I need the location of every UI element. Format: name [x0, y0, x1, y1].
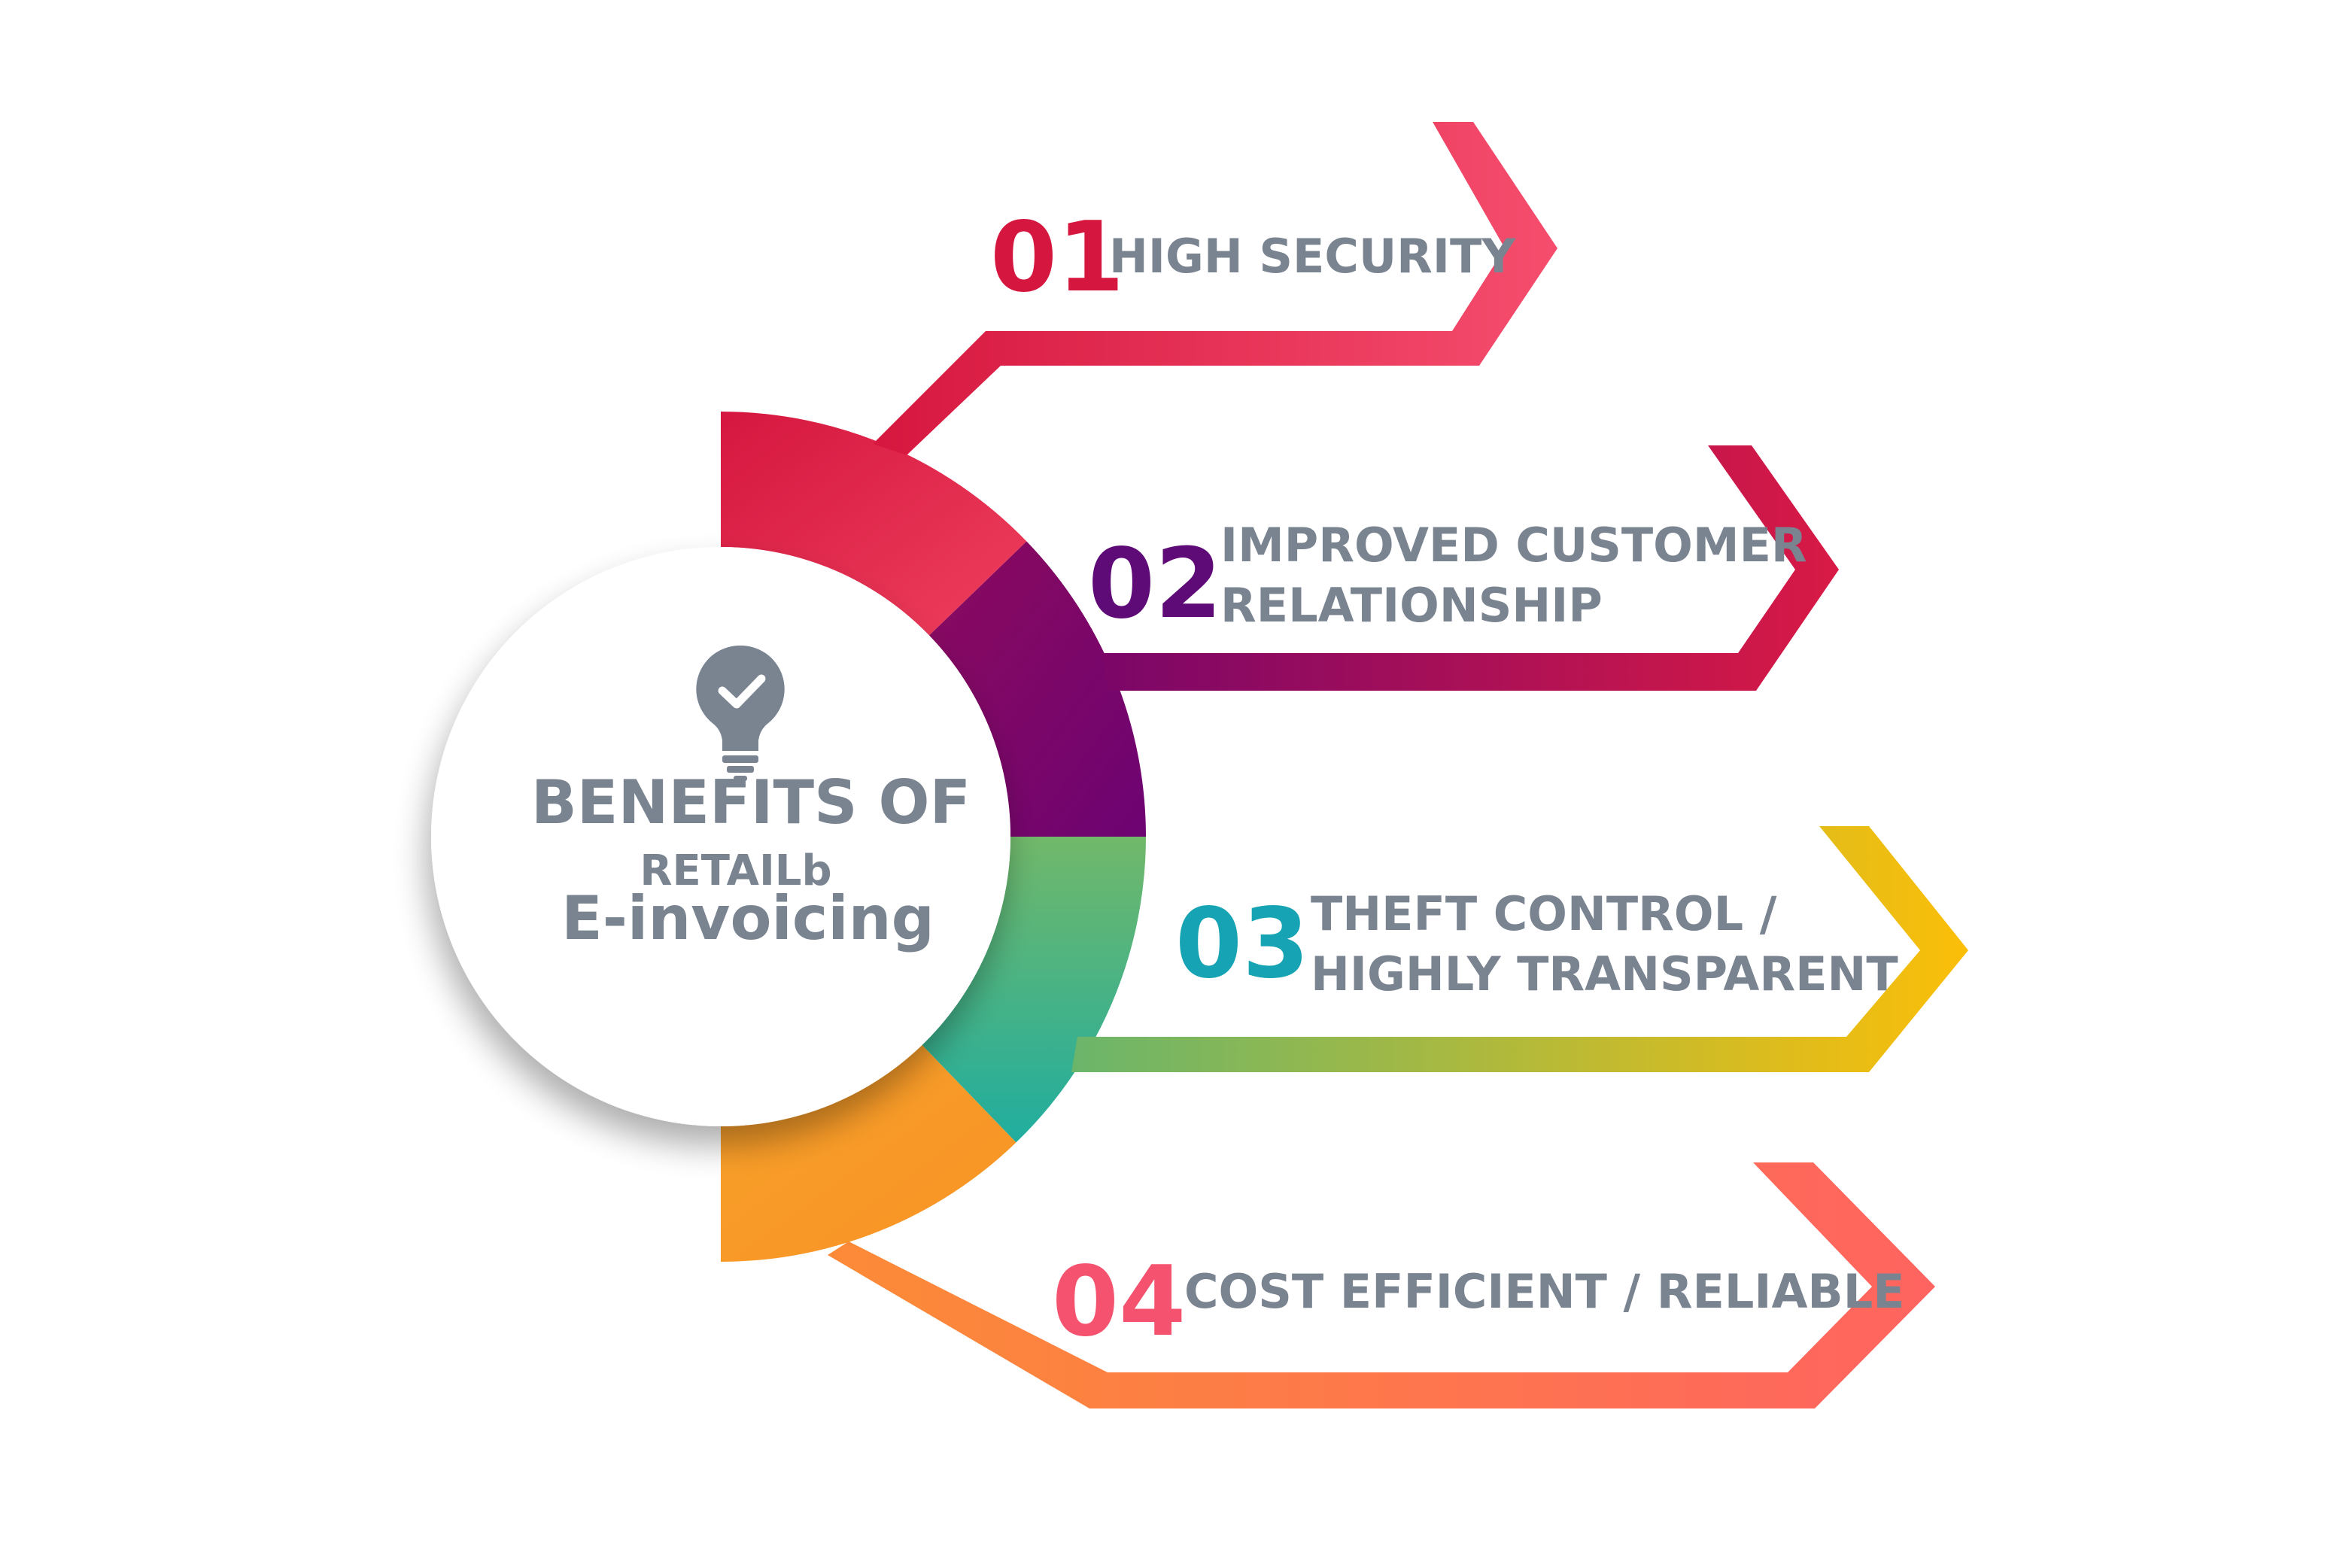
benefit-label-03-line2: HIGHLY TRANSPARENT [1311, 947, 1898, 1001]
ring-segment-green [922, 837, 1146, 1143]
ring-segment-red [721, 412, 1027, 636]
center-subtitle: E-invoicing [561, 883, 934, 953]
benefit-number-03: 03 [1175, 888, 1309, 1000]
center-logo: RETAILb [640, 846, 831, 895]
arrow-band-04 [828, 1162, 1935, 1408]
arrow-band-02 [1102, 445, 1839, 691]
center-circle [431, 547, 1010, 1126]
lightbulb-check-icon [696, 645, 785, 781]
benefit-number-02: 02 [1088, 528, 1222, 640]
ring-segment-purple [928, 541, 1146, 837]
benefit-label-01: HIGH SECURITY [1109, 229, 1516, 284]
benefit-label-03-line1: THEFT CONTROL / [1311, 886, 1777, 941]
benefit-number-01: 01 [990, 202, 1124, 314]
benefit-label-02-line1: IMPROVED CUSTOMER [1220, 518, 1807, 573]
arrow-band-01 [873, 122, 1557, 455]
arrow-band-03 [1071, 826, 1968, 1072]
benefit-number-04: 04 [1052, 1246, 1186, 1358]
benefit-label-02-line2: RELATIONSHIP [1220, 578, 1603, 633]
center-title: BENEFITS OF [531, 767, 971, 837]
benefit-label-04: COST EFFICIENT / RELIABLE [1184, 1264, 1905, 1319]
ring-segment-orange [721, 1044, 1016, 1262]
segmented-ring [721, 412, 1146, 1262]
